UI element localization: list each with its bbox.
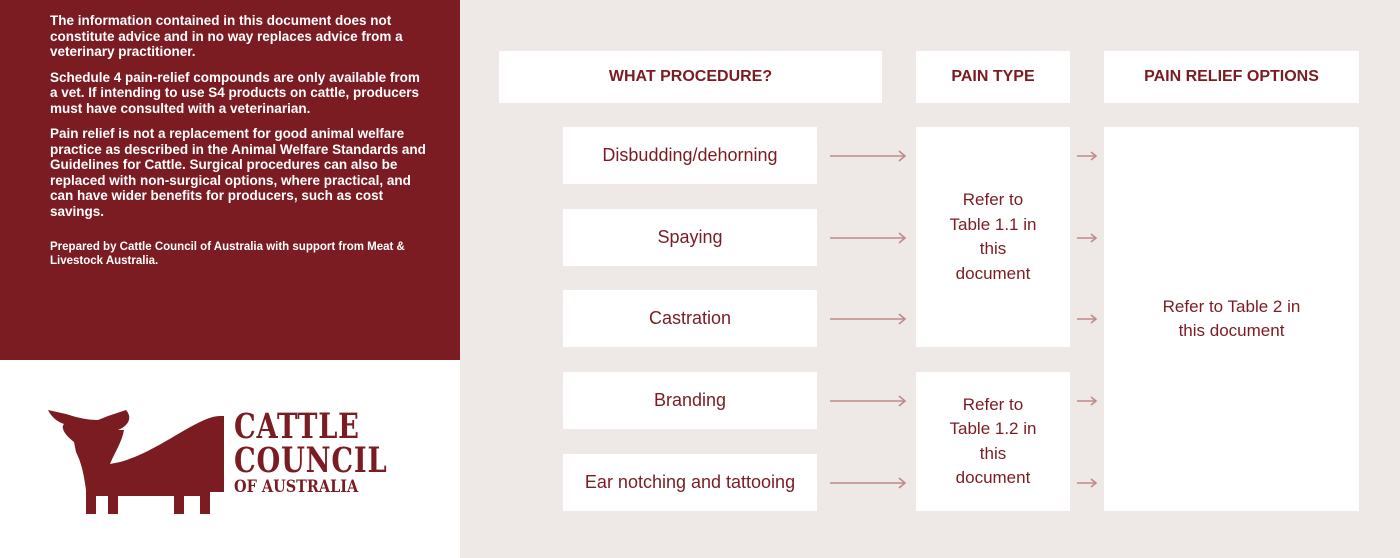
arrow-pain-4 xyxy=(1077,396,1098,406)
arrow-procedure-3 xyxy=(830,313,907,325)
disclaimer-paragraph-2: Schedule 4 pain-relief compounds are onl… xyxy=(50,69,420,116)
arrow-procedure-5 xyxy=(830,477,907,489)
pain-type-table-1-1: Refer to Table 1.1 in this document xyxy=(916,127,1070,347)
logo-line-2: COUNCIL xyxy=(234,440,388,481)
credit-text: Prepared by Cattle Council of Australia … xyxy=(50,241,405,267)
arrow-pain-2 xyxy=(1077,233,1098,243)
header-pain-relief: PAIN RELIEF OPTIONS xyxy=(1104,51,1359,103)
disclaimer-paragraph-1: The information contained in this docume… xyxy=(50,13,403,59)
arrow-procedure-2 xyxy=(830,232,907,244)
arrow-procedure-4 xyxy=(830,395,907,407)
procedure-castration: Castration xyxy=(563,290,817,347)
header-pain-type: PAIN TYPE xyxy=(916,51,1070,103)
arrow-procedure-1 xyxy=(830,150,907,162)
procedure-ear-notching: Ear notching and tattooing xyxy=(563,454,817,511)
procedure-spaying: Spaying xyxy=(563,209,817,266)
arrow-pain-1 xyxy=(1077,151,1098,161)
pain-type-table-1-2: Refer to Table 1.2 in this document xyxy=(916,372,1070,511)
logo-wordmark: CATTLE COUNCIL OF AUSTRALIA xyxy=(234,406,431,497)
procedure-branding: Branding xyxy=(563,372,817,429)
header-procedure: WHAT PROCEDURE? xyxy=(499,51,882,103)
pain-relief-table-2: Refer to Table 2 in this document xyxy=(1104,127,1359,511)
arrow-pain-5 xyxy=(1077,478,1098,488)
logo-line-1: CATTLE xyxy=(234,406,360,447)
logo-line-3: OF AUSTRALIA xyxy=(234,477,359,497)
disclaimer-paragraph-3: Pain relief is not a replacement for goo… xyxy=(50,126,426,219)
arrow-pain-3 xyxy=(1077,314,1098,324)
procedure-disbudding: Disbudding/dehorning xyxy=(563,127,817,184)
logo-area xyxy=(0,360,460,558)
disclaimer-panel: The information contained in this docume… xyxy=(0,0,460,360)
cattle-logo-icon xyxy=(48,410,224,514)
